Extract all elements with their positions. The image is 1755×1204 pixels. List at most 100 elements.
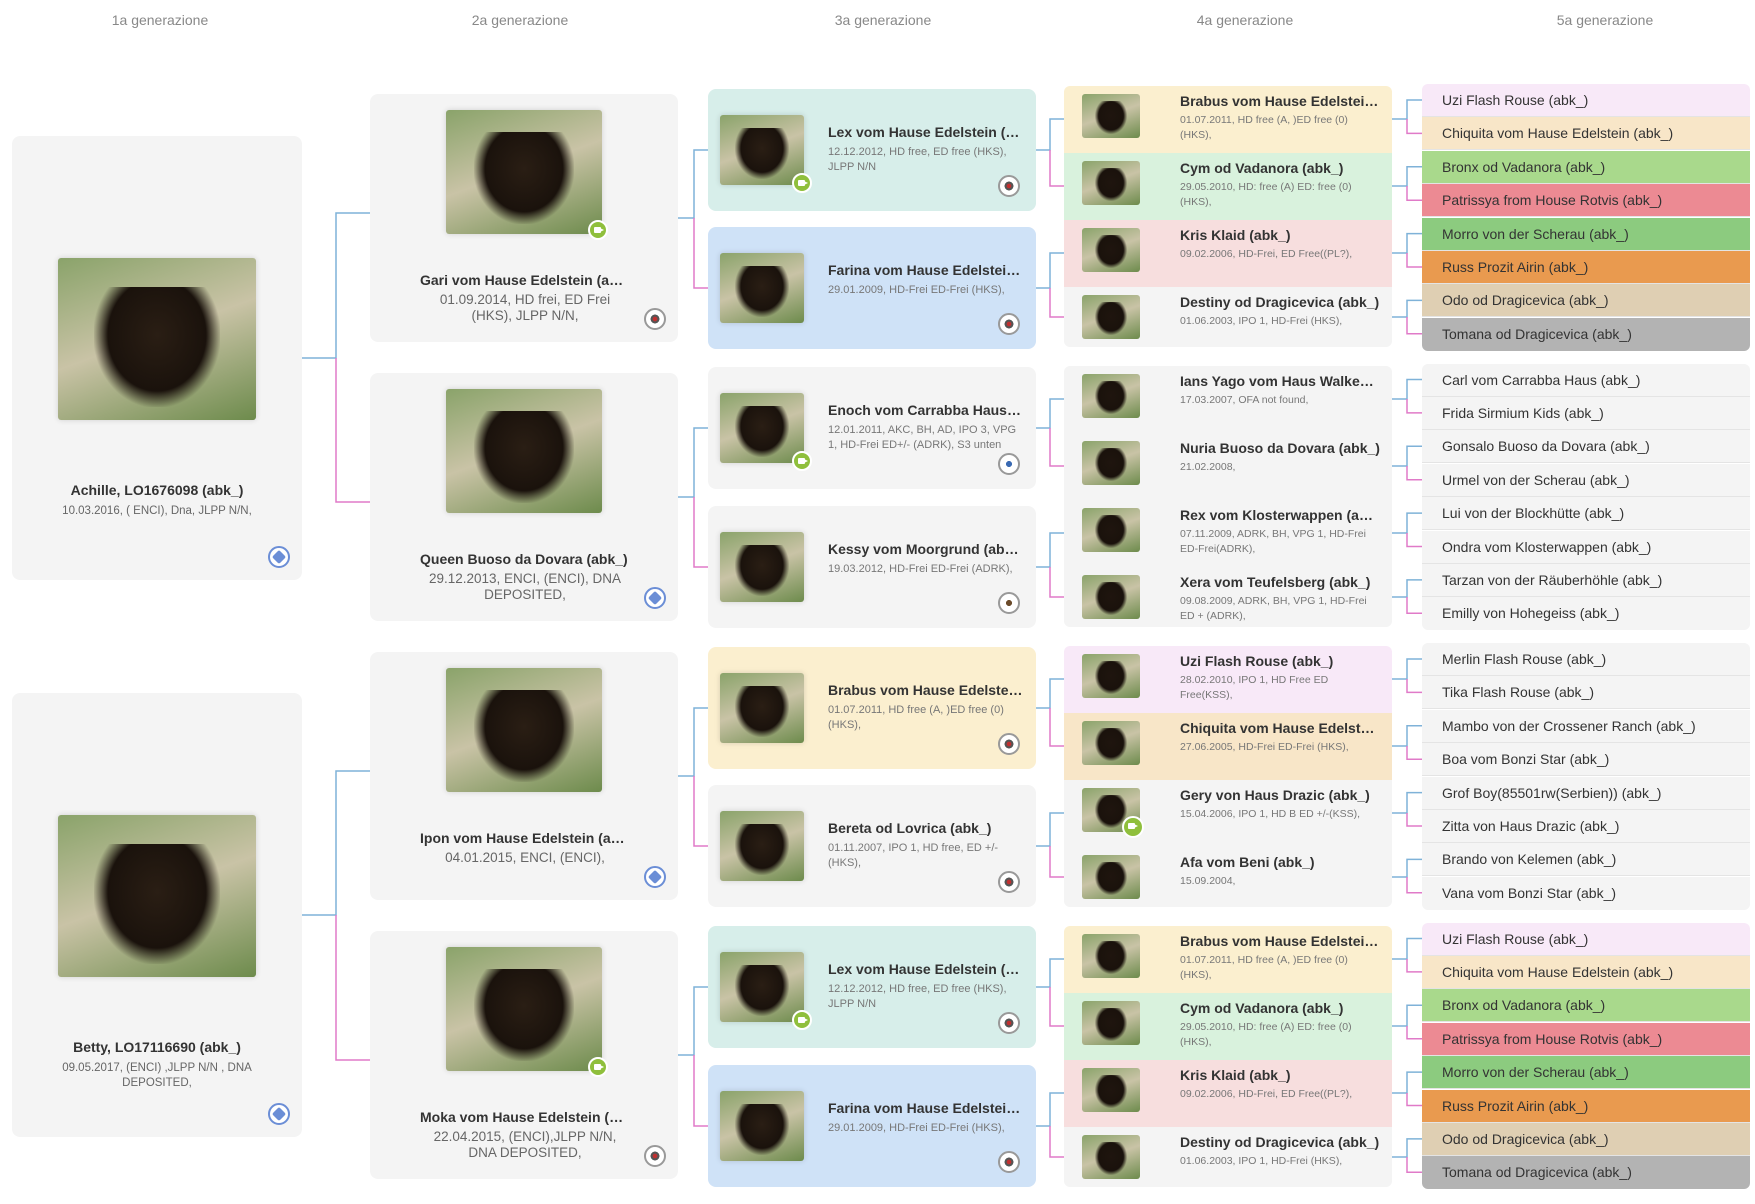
gen5-dog-row[interactable]: Uzi Flash Rouse (abk_) <box>1422 84 1750 117</box>
gen4-dog-row[interactable]: Nuria Buoso da Dovara (abk_)21.02.2008, <box>1064 433 1392 500</box>
dog-photo[interactable] <box>1082 788 1140 832</box>
vdh-icon[interactable] <box>998 313 1020 335</box>
dog-photo[interactable] <box>1082 721 1140 765</box>
gen3-dog-card[interactable]: Lex vom Hause Edelstein (abk_)12.12.2012… <box>708 926 1036 1048</box>
dog-photo[interactable] <box>1082 1001 1140 1045</box>
dog-photo[interactable] <box>446 668 602 792</box>
gen5-dog-row[interactable]: Mambo von der Crossener Ranch (abk_) <box>1422 709 1750 743</box>
dog-photo[interactable] <box>720 393 804 463</box>
enci-icon[interactable] <box>268 546 290 568</box>
gen3-dog-card[interactable]: Farina vom Hause Edelstein (abk_)29.01.2… <box>708 1065 1036 1187</box>
dog-name[interactable]: Nuria Buoso da Dovara (abk_) <box>1180 440 1380 456</box>
dog-photo[interactable] <box>1082 855 1140 899</box>
gen5-dog-row[interactable]: Odo od Dragicevica (abk_) <box>1422 1122 1750 1156</box>
dog-photo[interactable] <box>1082 1068 1140 1112</box>
gen3-dog-card[interactable]: Bereta od Lovrica (abk_)01.11.2007, IPO … <box>708 785 1036 907</box>
gen4-dog-row[interactable]: Uzi Flash Rouse (abk_)28.02.2010, IPO 1,… <box>1064 646 1392 713</box>
dog-name[interactable]: Cym od Vadanora (abk_) <box>1180 1000 1344 1016</box>
dog-name[interactable]: Queen Buoso da Dovara (abk_) <box>420 551 628 567</box>
video-icon[interactable] <box>588 220 608 240</box>
gen5-dog-row[interactable]: Russ Prozit Airin (abk_) <box>1422 1089 1750 1123</box>
gen4-dog-row[interactable]: Cym od Vadanora (abk_)29.05.2010, HD: fr… <box>1064 993 1392 1060</box>
dog-photo[interactable] <box>1082 508 1140 552</box>
gen5-dog-row[interactable]: Zitta von Haus Drazic (abk_) <box>1422 810 1750 843</box>
gen5-dog-row[interactable]: Boa vom Bonzi Star (abk_) <box>1422 743 1750 777</box>
dog-name[interactable]: Ipon vom Hause Edelstein (abk_) <box>420 830 628 846</box>
gen5-dog-row[interactable]: Carl vom Carrabba Haus (abk_) <box>1422 363 1750 397</box>
gen5-dog-row[interactable]: Odo od Dragicevica (abk_) <box>1422 284 1750 318</box>
gen5-dog-row[interactable]: Chiquita vom Hause Edelstein (abk_) <box>1422 117 1750 151</box>
gen5-dog-row[interactable]: Frida Sirmium Kids (abk_) <box>1422 396 1750 430</box>
gen2-dog-card[interactable]: Gari vom Hause Edelstein (abk_)01.09.201… <box>370 94 678 342</box>
dog-name[interactable]: Brabus vom Hause Edelstein (abk_) <box>828 682 1024 698</box>
gen5-dog-row[interactable]: Patrissya from House Rotvis (abk_) <box>1422 184 1750 218</box>
dog-name[interactable]: Uzi Flash Rouse (abk_) <box>1180 653 1334 669</box>
gen3-dog-card[interactable]: Enoch vom Carrabba Haus (abk_)12.01.2011… <box>708 367 1036 489</box>
gen4-dog-row[interactable]: Brabus vom Hause Edelstein (abk_)01.07.2… <box>1064 926 1392 993</box>
dog-photo[interactable] <box>58 815 256 977</box>
gen5-dog-row[interactable]: Urmel von der Scherau (abk_) <box>1422 463 1750 497</box>
vdh-icon[interactable] <box>998 733 1020 755</box>
dog-photo[interactable] <box>1082 654 1140 698</box>
gen2-dog-card[interactable]: Moka vom Hause Edelstein (abk_)22.04.201… <box>370 931 678 1179</box>
gen1-dog-card[interactable]: Betty, LO17116690 (abk_)09.05.2017, (ENC… <box>12 693 302 1137</box>
gen5-dog-row[interactable]: Russ Prozit Airin (abk_) <box>1422 251 1750 284</box>
gen5-dog-row[interactable]: Gonsalo Buoso da Dovara (abk_) <box>1422 430 1750 464</box>
gen5-dog-row[interactable]: Vana vom Bonzi Star (abk_) <box>1422 876 1750 910</box>
vdh-icon[interactable] <box>998 871 1020 893</box>
dog-photo[interactable] <box>1082 94 1140 138</box>
gen1-dog-card[interactable]: Achille, LO1676098 (abk_)10.03.2016, ( E… <box>12 136 302 580</box>
gen2-dog-card[interactable]: Ipon vom Hause Edelstein (abk_)04.01.201… <box>370 652 678 900</box>
dog-name[interactable]: Ians Yago vom Haus Walkenau (abk_) <box>1180 373 1380 389</box>
gen5-dog-row[interactable]: Uzi Flash Rouse (abk_) <box>1422 922 1750 956</box>
video-icon[interactable] <box>588 1057 608 1077</box>
dog-photo[interactable] <box>1082 934 1140 978</box>
dog-photo[interactable] <box>58 258 256 420</box>
dog-name[interactable]: Chiquita vom Hause Edelstein (abk_) <box>1180 720 1380 736</box>
gen4-dog-row[interactable]: Xera vom Teufelsberg (abk_)09.08.2009, A… <box>1064 567 1392 627</box>
dog-photo[interactable] <box>1082 161 1140 205</box>
gen5-dog-row[interactable]: Tomana od Dragicevica (abk_) <box>1422 1156 1750 1190</box>
dog-name[interactable]: Betty, LO17116690 (abk_) <box>73 1039 241 1055</box>
video-icon[interactable] <box>792 1010 812 1030</box>
dog-photo[interactable] <box>446 110 602 234</box>
gen5-dog-row[interactable]: Tarzan von der Räuberhöhle (abk_) <box>1422 563 1750 597</box>
dog-name[interactable]: Achille, LO1676098 (abk_) <box>70 482 244 498</box>
gen4-dog-row[interactable]: Ians Yago vom Haus Walkenau (abk_)17.03.… <box>1064 366 1392 433</box>
dog-name[interactable]: Kris Klaid (abk_) <box>1180 1067 1291 1083</box>
vdh-icon[interactable] <box>644 1145 666 1167</box>
dog-name[interactable]: Lex vom Hause Edelstein (abk_) <box>828 124 1024 140</box>
gen4-dog-row[interactable]: Kris Klaid (abk_)09.02.2006, HD-Frei, ED… <box>1064 220 1392 287</box>
gen5-dog-row[interactable]: Morro von der Scherau (abk_) <box>1422 217 1750 251</box>
dog-name[interactable]: Kessy vom Moorgrund (abk_) <box>828 541 1024 557</box>
gen5-dog-row[interactable]: Merlin Flash Rouse (abk_) <box>1422 643 1750 676</box>
dog-photo[interactable] <box>1082 228 1140 272</box>
gen4-dog-row[interactable]: Destiny od Dragicevica (abk_)01.06.2003,… <box>1064 287 1392 347</box>
dog-photo[interactable] <box>1082 441 1140 485</box>
dog-name[interactable]: Lex vom Hause Edelstein (abk_) <box>828 961 1024 977</box>
dog-photo[interactable] <box>1082 1135 1140 1179</box>
dog-name[interactable]: Enoch vom Carrabba Haus (abk_) <box>828 402 1024 418</box>
enci-icon[interactable] <box>268 1103 290 1125</box>
dog-name[interactable]: Kris Klaid (abk_) <box>1180 227 1291 243</box>
dog-name[interactable]: Gari vom Hause Edelstein (abk_) <box>420 272 628 288</box>
dog-photo[interactable] <box>720 952 804 1022</box>
dog-photo[interactable] <box>1082 295 1140 339</box>
dog-name[interactable]: Rex vom Klosterwappen (abk_) <box>1180 507 1380 523</box>
vdh-icon[interactable] <box>998 175 1020 197</box>
gen5-dog-row[interactable]: Chiquita vom Hause Edelstein (abk_) <box>1422 955 1750 989</box>
video-icon[interactable] <box>792 173 812 193</box>
dog-name[interactable]: Farina vom Hause Edelstein (abk_) <box>828 1100 1024 1116</box>
gen4-dog-row[interactable]: Cym od Vadanora (abk_)29.05.2010, HD: fr… <box>1064 153 1392 220</box>
dog-photo[interactable] <box>720 115 804 185</box>
dog-photo[interactable] <box>720 1091 804 1161</box>
enci-icon[interactable] <box>644 866 666 888</box>
adrk-icon[interactable] <box>998 453 1020 475</box>
dog-photo[interactable] <box>446 947 602 1071</box>
dog-name[interactable]: Destiny od Dragicevica (abk_) <box>1180 294 1380 310</box>
gen5-dog-row[interactable]: Tika Flash Rouse (abk_) <box>1422 676 1750 710</box>
dog-name[interactable]: Farina vom Hause Edelstein (abk_) <box>828 262 1024 278</box>
fci-icon[interactable] <box>998 592 1020 614</box>
gen3-dog-card[interactable]: Lex vom Hause Edelstein (abk_)12.12.2012… <box>708 89 1036 211</box>
video-icon[interactable] <box>792 451 812 471</box>
